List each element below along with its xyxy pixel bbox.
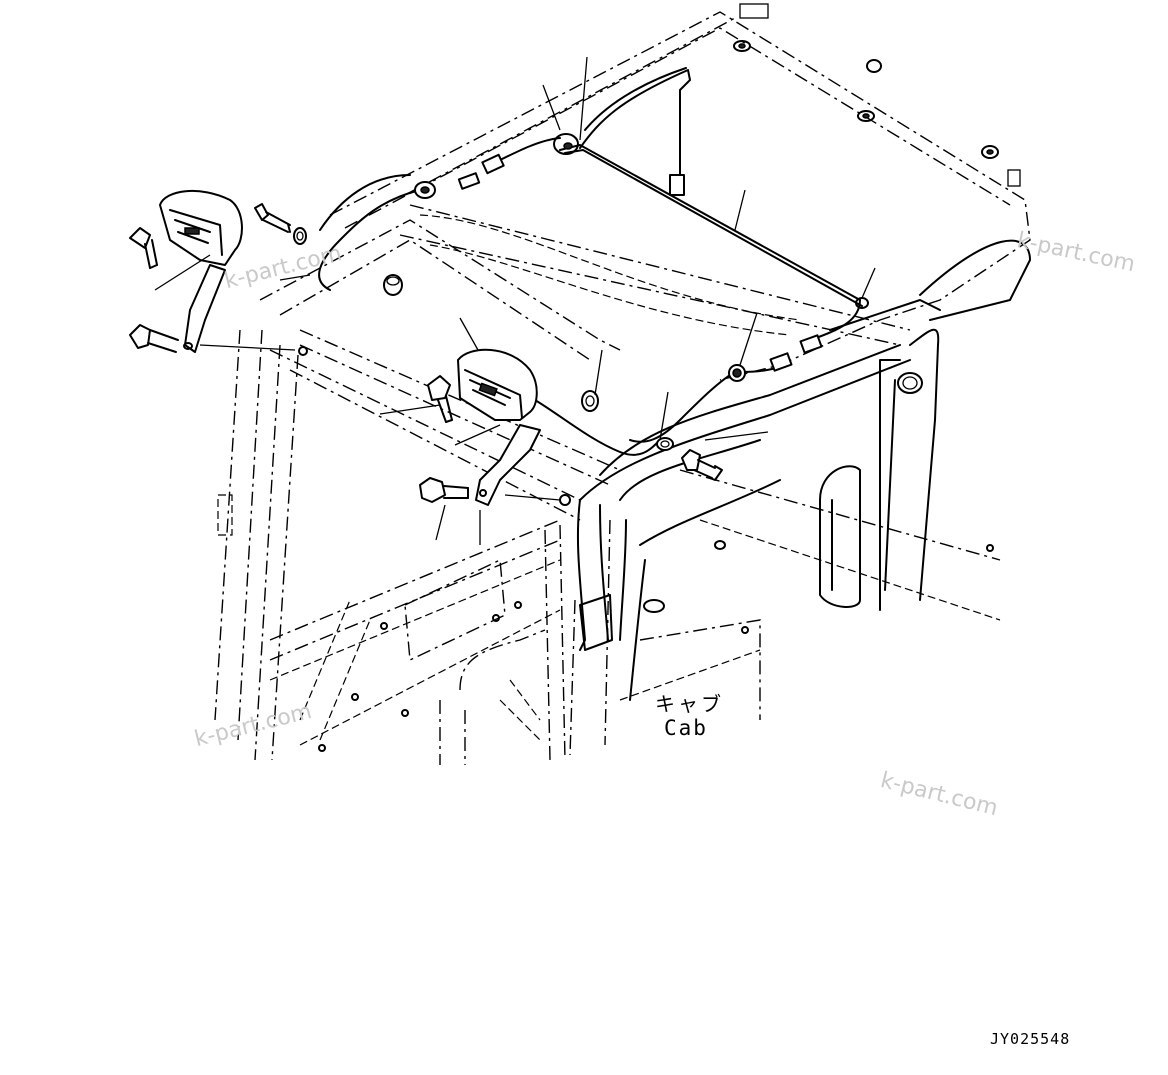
right-bolt-washer [681,431,769,481]
left-work-lamp [129,189,311,353]
leader-lines [542,56,876,441]
center-work-lamp [379,317,561,545]
wire-harness [318,67,869,456]
cab-roof [329,3,1031,381]
cab-frame [214,219,1031,765]
figure-code: JY025548 [990,1030,1071,1048]
cab-label-english: Cab [664,716,708,740]
cab-label-japanese: キャブ [655,692,724,716]
